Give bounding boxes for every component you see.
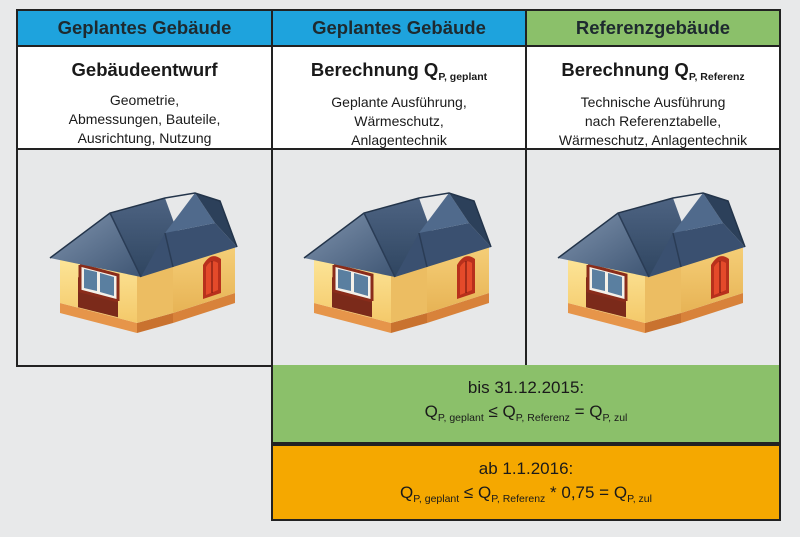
cell-body: Technische Ausführung nach Referenztabel…	[558, 94, 748, 148]
rule-formula: QP, geplant ≤ QP, Referenz * 0,75 = QP, …	[400, 483, 652, 505]
description-cell-planned: Berechnung QP, geplant Geplante Ausführu…	[273, 47, 527, 150]
rule-date: bis 31.12.2015:	[467, 378, 585, 397]
cell-title: Gebäudeentwurf	[71, 59, 218, 80]
description-cell-design: Gebäudeentwurf Geometrie, Abmessungen, B…	[18, 47, 273, 150]
column-header-reference: Referenzgebäude	[527, 11, 779, 47]
rule-until-2015: bis 31.12.2015: QP, geplant ≤ QP, Refere…	[271, 365, 781, 444]
house-icon	[45, 173, 245, 343]
rule-date: ab 1.1.2016:	[478, 459, 574, 478]
cell-title: Berechnung QP, Referenz	[561, 59, 745, 83]
column-header-planned: Geplantes Gebäude	[18, 11, 273, 47]
comparison-table: Geplantes Gebäude Geplantes Gebäude Refe…	[16, 9, 781, 367]
house-cell	[18, 150, 273, 365]
rule-formula: QP, geplant ≤ QP, Referenz = QP, zul	[424, 402, 628, 424]
description-cell-reference: Berechnung QP, Referenz Technische Ausfü…	[527, 47, 779, 150]
house-cell	[527, 150, 779, 365]
cell-body: Geometrie, Abmessungen, Bauteile, Ausric…	[68, 92, 221, 146]
cell-title: Berechnung QP, geplant	[310, 59, 488, 83]
rule-from-2016: ab 1.1.2016: QP, geplant ≤ QP, Referenz …	[271, 444, 781, 521]
house-cell	[273, 150, 527, 365]
cell-body: Geplante Ausführung, Wärmeschutz, Anlage…	[331, 94, 467, 148]
house-icon	[553, 173, 753, 343]
column-header-planned-calc: Geplantes Gebäude	[273, 11, 527, 47]
house-icon	[299, 173, 499, 343]
